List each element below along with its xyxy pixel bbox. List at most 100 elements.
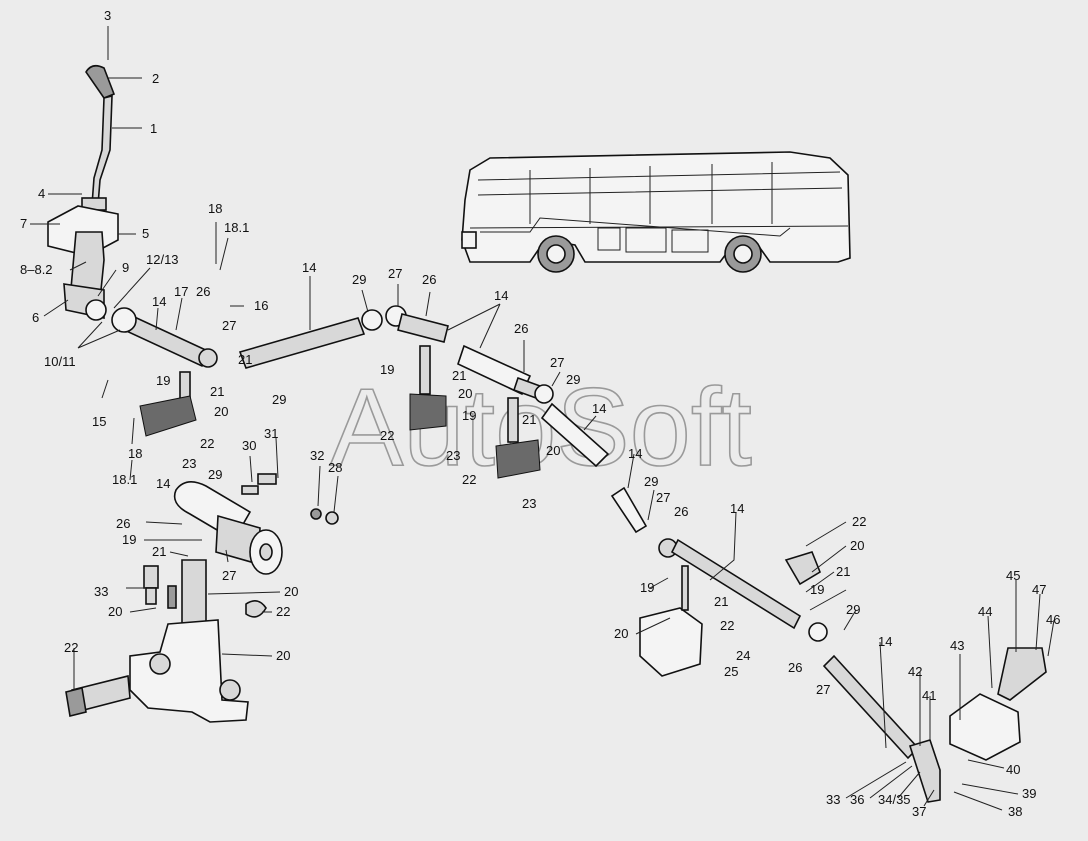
part-label-86: 43 — [950, 638, 964, 653]
part-label-10: 10/11 — [44, 354, 76, 369]
part-label-11: 14 — [152, 294, 166, 309]
part-label-53: 21 — [152, 544, 166, 559]
part-label-41: 23 — [522, 496, 536, 511]
part-label-44: 21 — [522, 412, 536, 427]
part-label-4: 7 — [20, 216, 27, 231]
part-label-16: 18.1 — [224, 220, 249, 235]
part-label-8: 9 — [122, 260, 129, 275]
shaft-segments — [111, 305, 920, 760]
part-label-30: 27 — [388, 266, 402, 281]
part-label-7: 6 — [32, 310, 39, 325]
part-label-65: 27 — [656, 490, 670, 505]
part-label-13: 26 — [196, 284, 210, 299]
part-label-31: 26 — [422, 272, 436, 287]
part-label-0: 3 — [104, 8, 111, 23]
part-label-28: 14 — [302, 260, 316, 275]
part-label-82: 45 — [1006, 568, 1020, 583]
part-label-51: 26 — [116, 516, 130, 531]
part-label-71: 19 — [810, 582, 824, 597]
part-label-5: 5 — [142, 226, 149, 241]
part-label-57: 20 — [108, 604, 122, 619]
part-label-80: 14 — [878, 634, 892, 649]
part-label-43: 29 — [566, 372, 580, 387]
part-label-50: 29 — [208, 467, 222, 482]
part-label-58: 22 — [276, 604, 290, 619]
part-label-64: 29 — [644, 474, 658, 489]
part-label-55: 20 — [284, 584, 298, 599]
part-label-29: 29 — [352, 272, 366, 287]
part-label-17: 15 — [92, 414, 106, 429]
part-label-6: 8–8.2 — [20, 262, 53, 277]
part-label-77: 24 — [736, 648, 750, 663]
part-label-59: 20 — [276, 648, 290, 663]
part-label-2: 1 — [150, 121, 157, 136]
part-label-39: 23 — [446, 448, 460, 463]
part-label-24: 23 — [182, 456, 196, 471]
part-label-85: 44 — [978, 604, 992, 619]
part-label-35: 21 — [452, 368, 466, 383]
part-label-91: 38 — [1008, 804, 1022, 819]
part-label-79: 26 — [788, 660, 802, 675]
part-label-66: 26 — [674, 504, 688, 519]
bus-illustration — [461, 151, 851, 273]
part-label-74: 21 — [714, 594, 728, 609]
part-label-61: 28 — [328, 460, 342, 475]
part-label-21: 21 — [210, 384, 224, 399]
part-label-22: 20 — [214, 404, 228, 419]
part-label-19: 18.1 — [112, 472, 137, 487]
part-label-45: 20 — [546, 443, 560, 458]
part-label-42: 27 — [550, 355, 564, 370]
detail-enlargement — [65, 473, 339, 723]
part-label-70: 21 — [836, 564, 850, 579]
part-label-62: 22 — [64, 640, 78, 655]
part-label-78: 25 — [724, 664, 738, 679]
part-label-3: 4 — [38, 186, 45, 201]
part-label-9: 12/13 — [146, 252, 179, 267]
part-label-67: 14 — [730, 501, 744, 516]
shift-lever-assembly — [47, 64, 119, 321]
part-label-25: 27 — [222, 318, 236, 333]
part-label-26: 21 — [238, 352, 252, 367]
part-label-90: 39 — [1022, 786, 1036, 801]
part-label-92: 37 — [912, 804, 926, 819]
part-label-46: 14 — [592, 401, 606, 416]
part-label-34: 19 — [380, 362, 394, 377]
part-label-94: 33 — [826, 792, 840, 807]
part-label-95: 34/35 — [878, 792, 911, 807]
part-label-15: 18 — [208, 201, 222, 216]
leader-lines — [30, 26, 1055, 811]
part-label-38: 22 — [380, 428, 394, 443]
part-label-72: 29 — [846, 602, 860, 617]
part-label-68: 22 — [852, 514, 866, 529]
part-label-14: 16 — [254, 298, 268, 313]
part-label-75: 22 — [720, 618, 734, 633]
part-label-52: 19 — [122, 532, 136, 547]
part-label-37: 19 — [462, 408, 476, 423]
part-label-1: 2 — [152, 71, 159, 86]
part-label-88: 41 — [922, 688, 936, 703]
part-label-73: 19 — [640, 580, 654, 595]
part-label-93: 36 — [850, 792, 864, 807]
part-label-18: 18 — [128, 446, 142, 461]
part-label-27: 29 — [272, 392, 286, 407]
part-label-69: 20 — [850, 538, 864, 553]
part-label-81: 27 — [816, 682, 830, 697]
part-label-87: 42 — [908, 664, 922, 679]
part-label-49: 14 — [156, 476, 170, 491]
part-label-23: 22 — [200, 436, 214, 451]
part-label-76: 20 — [614, 626, 628, 641]
part-label-89: 40 — [1006, 762, 1020, 777]
part-label-12: 17 — [174, 284, 188, 299]
part-label-54: 27 — [222, 568, 236, 583]
part-label-56: 33 — [94, 584, 108, 599]
part-label-40: 22 — [462, 472, 476, 487]
part-label-32: 14 — [494, 288, 508, 303]
part-label-33: 26 — [514, 321, 528, 336]
part-label-63: 14 — [628, 446, 642, 461]
part-label-48: 31 — [264, 426, 278, 441]
part-label-20: 19 — [156, 373, 170, 388]
part-label-83: 47 — [1032, 582, 1046, 597]
